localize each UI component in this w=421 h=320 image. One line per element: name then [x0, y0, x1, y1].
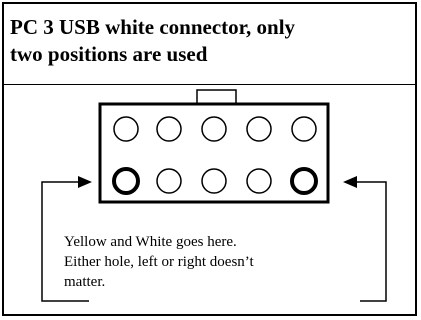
right-arrow-line	[357, 181, 387, 302]
pin-top-2	[156, 116, 182, 142]
left-arrow-line	[41, 181, 89, 302]
pin-top-1	[113, 116, 139, 142]
pin-top-3	[201, 116, 227, 142]
title-line-2: two positions are used	[10, 42, 208, 66]
connector-key-tab	[196, 89, 237, 105]
title-line-1: PC 3 USB white connector, only	[10, 15, 296, 39]
pin-bottom-1-used	[112, 167, 140, 195]
pin-top-4	[246, 116, 272, 142]
pin-top-5	[291, 116, 317, 142]
note-line-3: matter.	[64, 274, 106, 290]
note-line-1: Yellow and White goes here.	[64, 234, 237, 250]
instruction-note: Yellow and White goes here. Either hole,…	[64, 232, 324, 292]
title-divider	[2, 84, 417, 85]
left-arrowhead	[78, 176, 92, 188]
pin-bottom-2	[156, 168, 182, 194]
right-arrowhead	[343, 176, 357, 188]
pin-bottom-4	[246, 168, 272, 194]
diagram-title: PC 3 USB white connector, only two posit…	[10, 14, 410, 68]
note-line-2: Either hole, left or right doesn’t	[64, 254, 254, 270]
pin-bottom-5-used	[290, 167, 318, 195]
pin-bottom-3	[201, 168, 227, 194]
